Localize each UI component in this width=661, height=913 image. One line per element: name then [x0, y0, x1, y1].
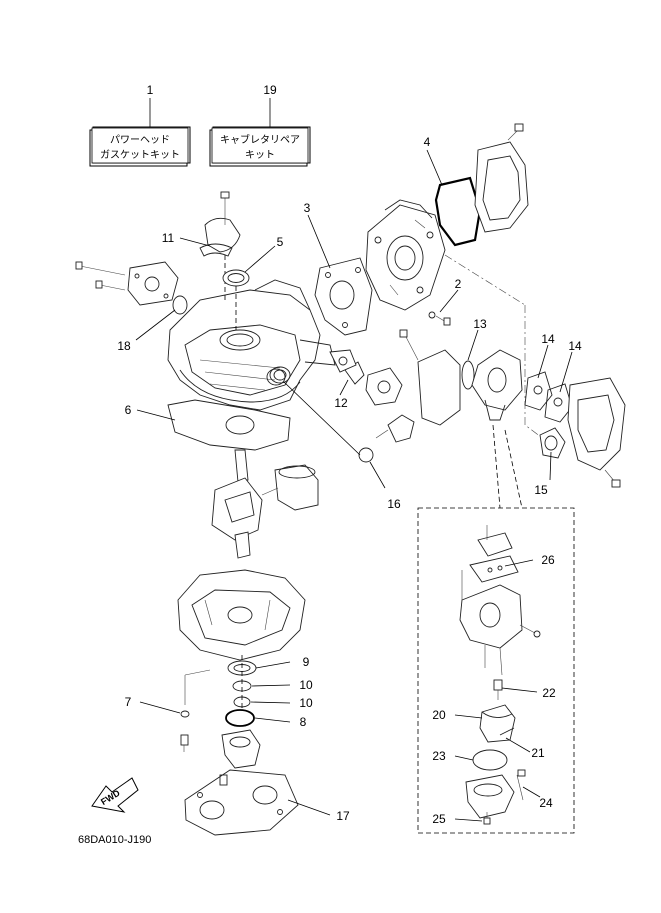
gasket-23[interactable] [472, 749, 508, 771]
kit-box-powerhead-gasket[interactable]: 1 パワーヘッド ガスケットキット [89, 83, 191, 167]
callout-numbers: 4 3 5 11 2 13 14 14 18 6 12 15 16 26 9 1… [117, 135, 582, 826]
kit-number: 1 [147, 83, 154, 97]
callout-23: 23 [432, 749, 446, 763]
gasket-6[interactable] [167, 399, 291, 451]
callout-13: 13 [473, 317, 487, 331]
thermostat-cover[interactable] [199, 191, 241, 300]
callout-12: 12 [334, 396, 348, 410]
intake-manifold[interactable] [399, 329, 461, 426]
leader-lines [135, 149, 573, 822]
callout-22: 22 [542, 686, 556, 700]
callout-14b: 14 [568, 339, 582, 353]
gasket-14a[interactable] [524, 371, 553, 411]
float-bowl[interactable] [465, 774, 515, 819]
kit-line1: キャブレタリペア [220, 133, 300, 146]
callout-24: 24 [539, 796, 553, 810]
gasket-3[interactable] [314, 257, 373, 336]
jet-22[interactable] [493, 679, 503, 700]
callout-26: 26 [541, 553, 555, 567]
carb-body-detail[interactable] [459, 570, 541, 676]
o-ring-18[interactable] [172, 295, 188, 315]
gasket-4[interactable] [434, 176, 482, 247]
fwd-arrow-icon: FWD [91, 777, 139, 813]
callout-20: 20 [432, 708, 446, 722]
bolt-7[interactable] [180, 669, 211, 752]
kit-box-carburetor-repair[interactable]: 19 キャブレタリペア キット [209, 83, 311, 167]
gasket-17[interactable] [184, 769, 299, 836]
kit-line2: ガスケットキット [100, 149, 180, 161]
o-ring-8[interactable] [225, 709, 255, 727]
kit-line2: キット [245, 150, 275, 161]
fuel-pump-left[interactable] [75, 261, 179, 306]
carburetor[interactable] [471, 349, 523, 421]
cylinder-block[interactable] [167, 279, 336, 411]
o-ring-13[interactable] [461, 360, 475, 390]
bolt-lower[interactable] [219, 774, 228, 786]
callout-16: 16 [387, 497, 401, 511]
screw-24[interactable] [516, 769, 526, 801]
callout-18: 18 [117, 339, 131, 353]
callout-7: 7 [125, 695, 132, 709]
bolt-2[interactable] [428, 311, 451, 326]
callout-6: 6 [125, 403, 132, 417]
seal-12[interactable] [329, 349, 365, 385]
cylinder-head-cover[interactable] [474, 123, 529, 233]
carb-cover-26[interactable] [469, 525, 519, 583]
crankcase[interactable] [177, 569, 306, 661]
kit-line1: パワーヘッド [110, 134, 170, 146]
callout-15: 15 [534, 483, 548, 497]
callout-10b: 10 [299, 696, 313, 710]
choke-knob[interactable] [375, 414, 415, 443]
gasket-15[interactable] [539, 427, 566, 459]
drawing-code: 68DA010-J190 [78, 834, 151, 846]
crankshaft-piston[interactable] [211, 449, 319, 559]
callout-2: 2 [455, 277, 462, 291]
float-20[interactable] [479, 704, 516, 743]
callout-25: 25 [432, 812, 446, 826]
callout-8: 8 [300, 715, 307, 729]
callout-4: 4 [424, 135, 431, 149]
kit-number: 19 [263, 83, 277, 97]
callout-3: 3 [304, 201, 311, 215]
silencer[interactable] [567, 377, 626, 488]
float-pin-21[interactable] [499, 727, 515, 736]
seal-cyl-16[interactable] [266, 368, 286, 386]
callout-10a: 10 [299, 678, 313, 692]
o-ring-16[interactable] [358, 447, 374, 463]
callout-17: 17 [336, 809, 350, 823]
callout-5: 5 [277, 235, 284, 249]
pump-center[interactable] [365, 367, 403, 406]
callout-11: 11 [162, 231, 175, 245]
callout-9: 9 [303, 655, 310, 669]
lower-housing[interactable] [221, 729, 261, 769]
callout-21: 21 [531, 746, 545, 760]
cylinder-head[interactable] [365, 199, 446, 311]
oil-seal-5[interactable] [222, 269, 250, 330]
callout-14a: 14 [541, 332, 555, 346]
drain-screw-25[interactable] [483, 812, 491, 825]
